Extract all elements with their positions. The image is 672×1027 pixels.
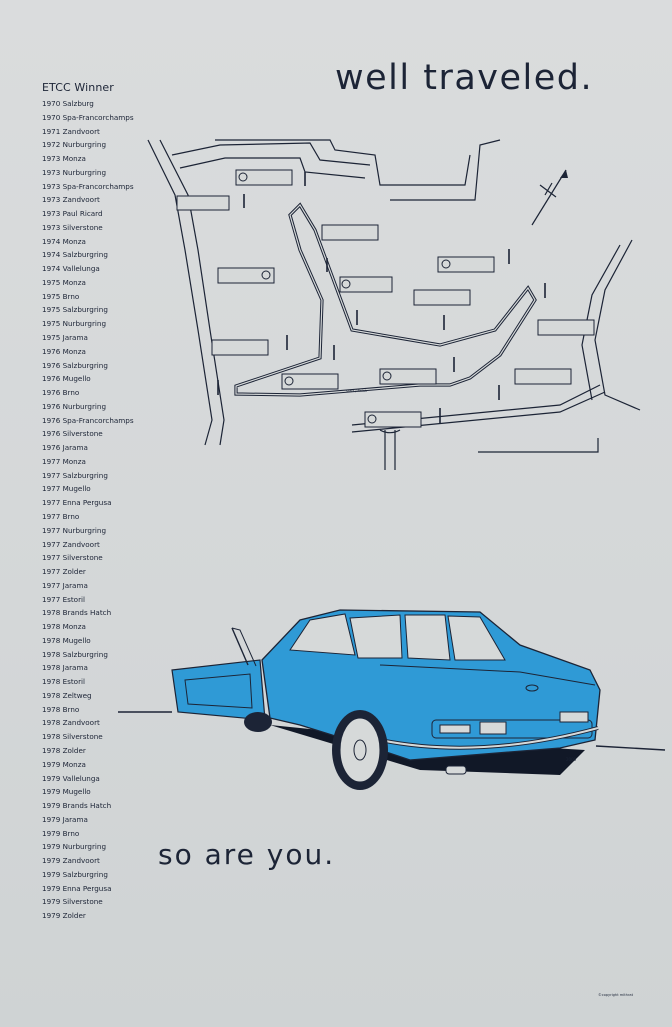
winner-list-item: 1975 Salzburgring <box>42 305 108 315</box>
winner-list-item: 1978 Zeltweg <box>42 690 92 700</box>
winner-list-item: 1979 Enna Pergusa <box>42 883 112 893</box>
winner-list-item: 1976 Salzburgring <box>42 360 108 370</box>
winner-list-item: 1979 Nurburgring <box>42 842 107 852</box>
winner-list-item: 1977 Enna Pergusa <box>42 498 112 508</box>
winner-list-item: 1975 Jarama <box>42 333 88 343</box>
tagline: so are you. <box>158 838 336 871</box>
winner-list-item: 1977 Jarama <box>42 580 88 590</box>
winner-list-item: 1979 Brno <box>42 828 80 838</box>
winner-list-item: 1975 Nurburgring <box>42 319 107 329</box>
winner-list-item: 1977 Monza <box>42 456 86 466</box>
winner-list-item: 1971 Zandvoort <box>42 126 100 136</box>
winner-list-item: 1979 Vallelunga <box>42 773 100 783</box>
winner-list-item: 1973 Nurburgring <box>42 167 107 177</box>
winner-list-item: 1978 Brands Hatch <box>42 608 112 618</box>
copyright-text: ©copyright mithrat <box>598 993 634 997</box>
winner-list-item: 1976 Jarama <box>42 443 88 453</box>
winner-list-item: 1976 Silverstone <box>42 429 103 439</box>
winner-list-item: 1973 Silverstone <box>42 222 103 232</box>
winner-list-item: 1973 Monza <box>42 154 86 164</box>
winner-list-item: 1978 Salzburgring <box>42 649 108 659</box>
winner-list-item: 1979 Zolder <box>42 911 86 921</box>
winner-list-item: 1975 Brno <box>42 291 80 301</box>
winner-list-item: 1973 Zandvoort <box>42 195 100 205</box>
car-illustration: 2000 <box>118 609 666 790</box>
winner-list-item: 1979 Zandvoort <box>42 856 100 866</box>
winner-list-item: 1977 Zandvoort <box>42 539 100 549</box>
winner-list-item: 1978 Zolder <box>42 745 86 755</box>
winner-list-item: 1975 Monza <box>42 277 86 287</box>
winner-list-item: 1978 Jarama <box>42 663 88 673</box>
winner-list-item: 1979 Brands Hatch <box>42 801 112 811</box>
winner-list-item: 1974 Salzburgring <box>42 250 108 260</box>
circuit-map: start / finish <box>147 139 641 470</box>
winner-list-item: 1976 Brno <box>42 388 80 398</box>
winner-list-item: 1978 Monza <box>42 622 86 632</box>
winner-list-item: 1979 Silverstone <box>42 897 103 907</box>
headline: well traveled. <box>335 58 594 98</box>
winner-list-item: 1974 Monza <box>42 236 86 246</box>
winner-list-item: 1977 Silverstone <box>42 553 103 563</box>
winner-list-item: 1977 Salzburgring <box>42 470 108 480</box>
winner-list-item: 1973 Spa-Francorchamps <box>42 181 134 191</box>
winner-list-item: 1977 Estoril <box>42 594 86 604</box>
winner-list-item: 1979 Mugello <box>42 787 91 797</box>
winner-list-item: 1978 Brno <box>42 704 80 714</box>
winner-list-item: 1978 Zandvoort <box>42 718 100 728</box>
winner-list-item: 1979 Salzburgring <box>42 869 108 879</box>
winner-list-item: 1979 Jarama <box>42 814 88 824</box>
winner-list-item: 1970 Spa-Francorchamps <box>42 112 134 122</box>
winner-list-item: 1979 Monza <box>42 759 86 769</box>
winner-list-item: 1970 Salzburg <box>42 99 94 108</box>
winner-list: 1970 Salzburg 1970 Spa-Francorchamps 1971 … <box>42 97 134 923</box>
start-finish-label: start / finish <box>346 389 367 393</box>
winner-list-title: ETCC Winner <box>42 81 114 94</box>
winner-list-item: 1977 Zolder <box>42 567 86 577</box>
winner-list-item: 1974 Vallelunga <box>42 264 100 274</box>
winner-list-item: 1977 Brno <box>42 511 80 521</box>
winner-list-item: 1976 Nurburgring <box>42 401 107 411</box>
winner-list-item: 1973 Paul Ricard <box>42 209 103 219</box>
winner-list-item: 1977 Mugello <box>42 484 91 494</box>
winner-list-item: 1978 Mugello <box>42 635 91 645</box>
winner-list-item: 1978 Silverstone <box>42 732 103 742</box>
winner-list-item: 1978 Estoril <box>42 677 86 687</box>
winner-list-item: 1977 Nurburgring <box>42 525 107 535</box>
winner-list-item: 1976 Spa-Francorchamps <box>42 415 134 425</box>
license-plate: 2000 <box>566 757 577 762</box>
winner-list-item: 1972 Nurburgring <box>42 140 107 150</box>
winner-list-item: 1976 Mugello <box>42 374 91 384</box>
winner-list-item: 1976 Monza <box>42 346 86 356</box>
